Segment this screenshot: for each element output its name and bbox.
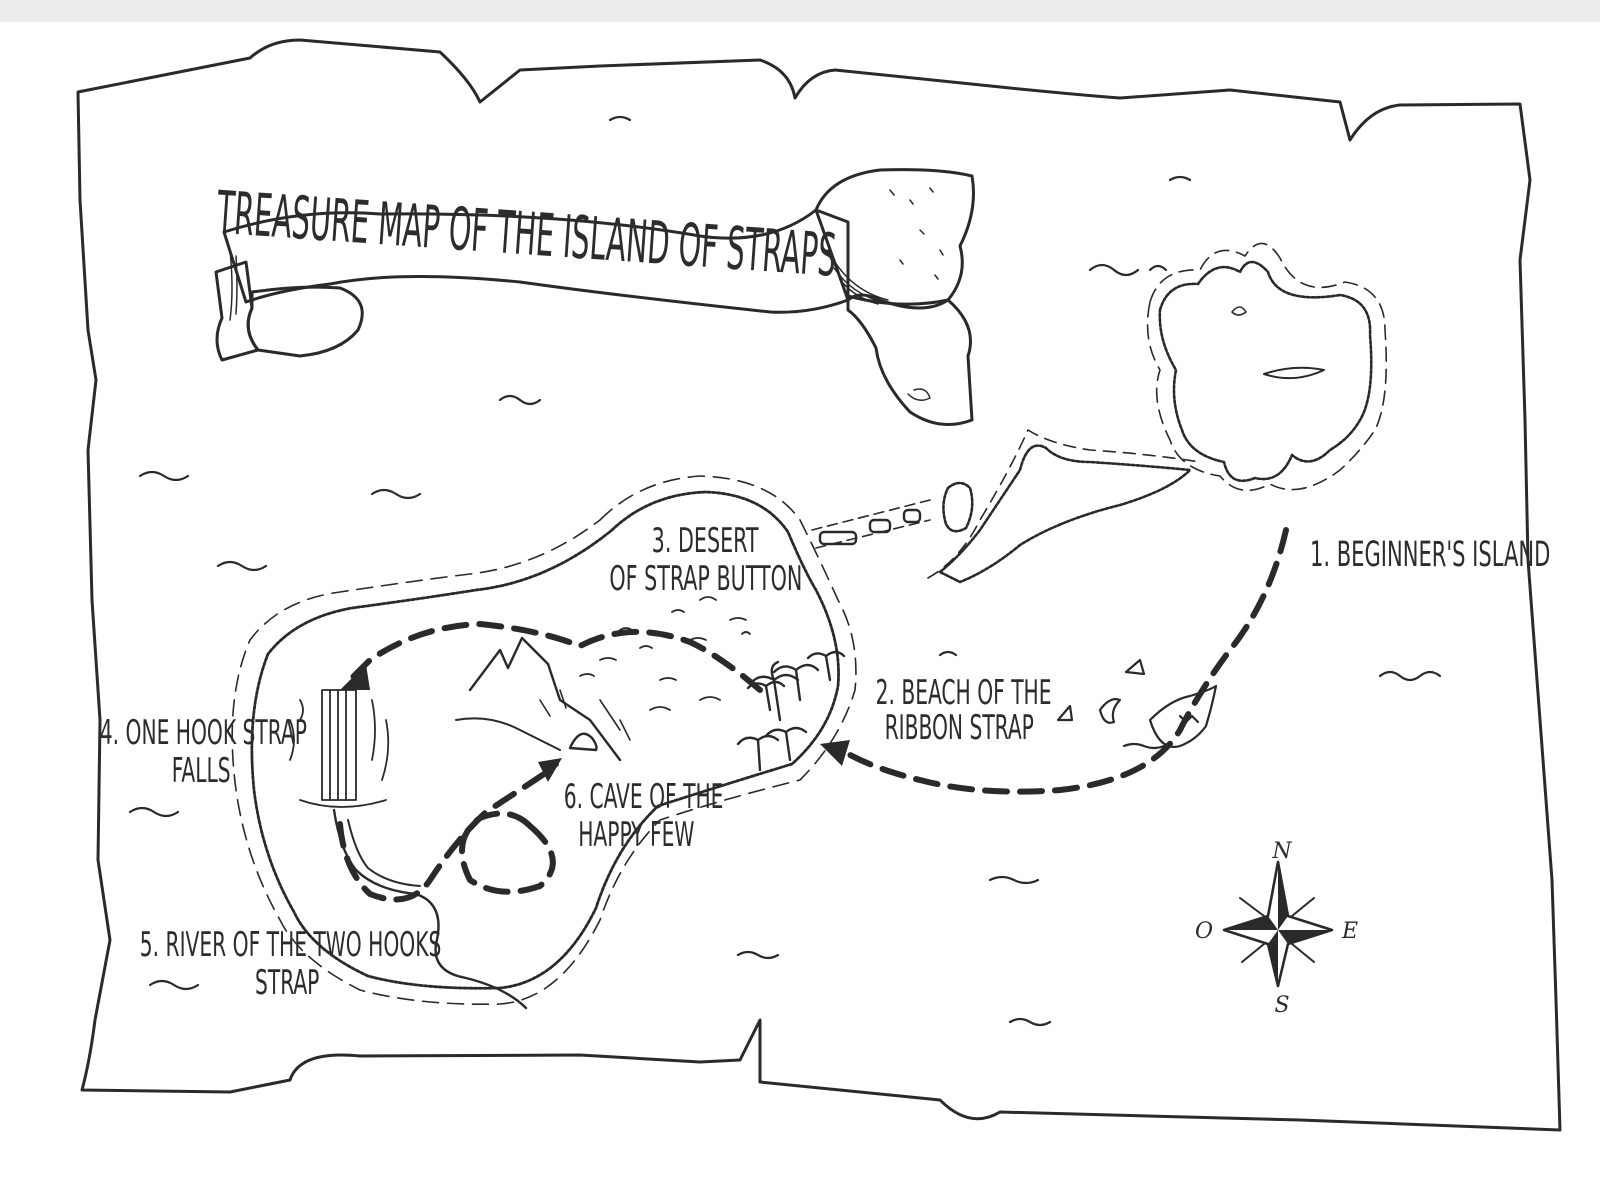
location-labels: 1. BEGINNER'S ISLAND 2. BEACH OF THE RIB…	[100, 520, 1551, 1002]
label-line: 1. BEGINNER'S ISLAND	[1310, 534, 1550, 575]
palm-trees	[736, 650, 846, 772]
label-river: 5. RIVER OF THE TWO HOOKS STRAP	[140, 924, 448, 1002]
cave-icon	[568, 732, 598, 752]
label-line: 5. RIVER OF THE TWO HOOKS	[140, 924, 442, 964]
top-bar	[0, 0, 1600, 22]
label-line: 2. BEACH OF THE	[876, 672, 1052, 712]
compass-east: E	[1341, 919, 1358, 944]
compass-rose: N S E O	[1195, 839, 1358, 1018]
waterfall	[289, 689, 390, 808]
label-line: 6. CAVE OF THE	[564, 776, 724, 816]
title-banner: TREASURE MAP OF THE ISLAND OF STRAPS	[214, 168, 975, 426]
river	[332, 808, 528, 1010]
label-line: RIBBON STRAP	[885, 707, 1034, 747]
label-line: HAPPY FEW	[578, 814, 694, 854]
label-beach: 2. BEACH OF THE RIBBON STRAP	[876, 672, 1058, 747]
sea-creatures	[1056, 658, 1218, 750]
label-desert: 3. DESERT OF STRAP BUTTON	[609, 520, 802, 598]
label-line: 3. DESERT	[652, 520, 759, 560]
compass-north: N	[1271, 839, 1292, 864]
main-island-shape	[231, 475, 857, 1010]
route-arrowheads	[340, 664, 850, 782]
label-falls: 4. ONE HOOK STRAP FALLS	[100, 712, 314, 790]
beginners-island-shape	[1146, 242, 1388, 492]
paper-outline	[76, 38, 1562, 1132]
label-line: 4. ONE HOOK STRAP	[100, 712, 307, 752]
islets	[811, 429, 1201, 584]
label-cave: 6. CAVE OF THE HAPPY FEW	[564, 776, 730, 854]
label-line: FALLS	[172, 750, 231, 790]
label-line: STRAP	[255, 962, 319, 1002]
sea-waves	[128, 115, 1442, 1027]
label-line: OF STRAP BUTTON	[609, 558, 802, 598]
label-beginners-island: 1. BEGINNER'S ISLAND	[1310, 534, 1550, 575]
treasure-route	[337, 527, 1289, 903]
compass-south: S	[1274, 993, 1289, 1018]
map-title: TREASURE MAP OF THE ISLAND OF STRAPS	[214, 179, 839, 291]
compass-west: O	[1195, 919, 1213, 944]
